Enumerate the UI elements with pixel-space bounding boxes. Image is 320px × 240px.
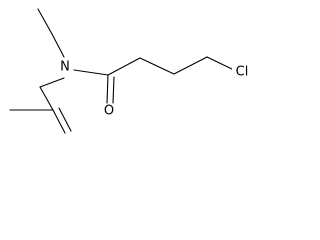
bond-allyl-ch2-c xyxy=(39,86,54,111)
bond-carbonyl-double-a xyxy=(106,74,109,104)
bond-carbonyl-double-b xyxy=(112,76,115,104)
molecule-structure: N O Cl xyxy=(9,8,252,134)
atom-nitrogen: N xyxy=(59,60,71,75)
bond-n-carbonyl xyxy=(73,69,109,76)
bond-alkene-double-a xyxy=(52,109,66,134)
bond-chain-1 xyxy=(107,57,141,76)
bond-chain-3 xyxy=(173,56,208,75)
atom-chlorine: Cl xyxy=(232,65,252,80)
chlorine-label: Cl xyxy=(236,65,249,80)
oxygen-label: O xyxy=(104,104,114,119)
nitrogen-label: N xyxy=(60,60,70,75)
bond-chain-4-cl xyxy=(206,56,235,71)
bond-ethyl-ch2-n xyxy=(51,33,65,58)
bond-chain-2 xyxy=(139,57,175,75)
bond-n-allyl-ch2 xyxy=(39,77,65,88)
bond-ethyl-ch3-ch2 xyxy=(37,8,53,35)
bond-alkene-double-b xyxy=(58,107,72,132)
atom-oxygen: O xyxy=(103,104,116,119)
